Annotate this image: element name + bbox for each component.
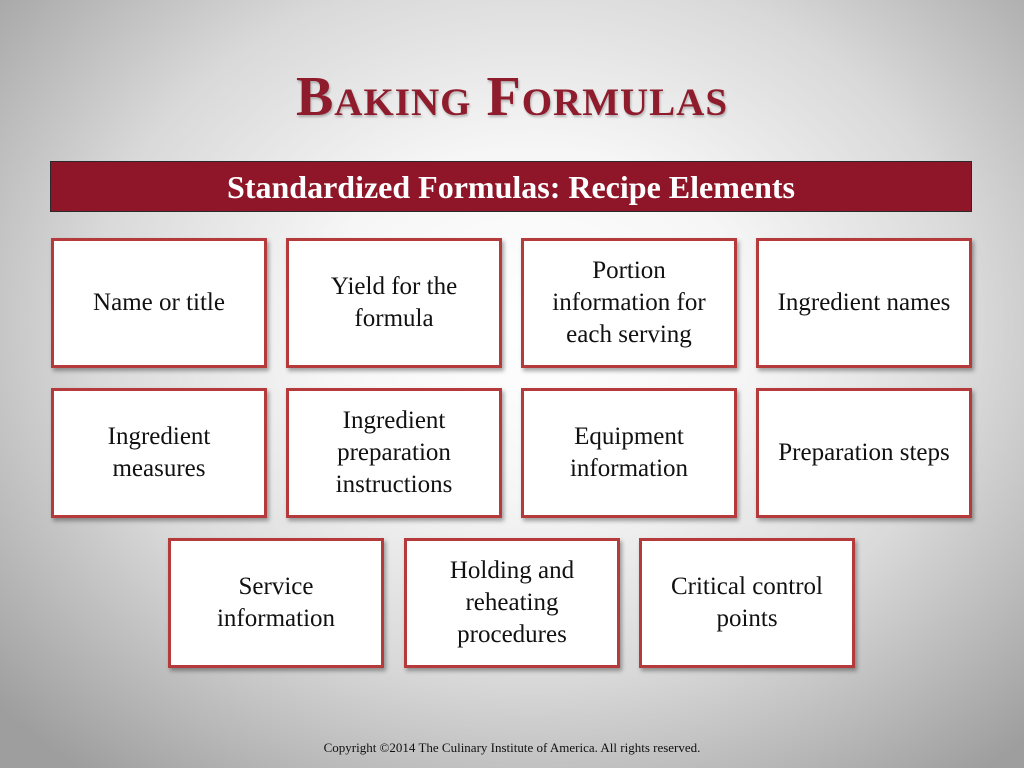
card-label: Service information [216, 573, 336, 632]
recipe-element-card: Ingredient measures [51, 388, 267, 518]
card-label: Name or title [93, 289, 225, 316]
recipe-element-card: Critical control points [639, 538, 855, 668]
card-label: Portion information for each serving [552, 257, 706, 348]
section-banner-text: Standardized Formulas: Recipe Elements [227, 168, 795, 205]
card-label: Equipment information [569, 423, 689, 482]
recipe-element-card: Holding and reheating procedures [404, 538, 620, 668]
section-banner: Standardized Formulas: Recipe Elements [50, 161, 972, 212]
card-label: Critical control points [670, 573, 824, 632]
card-label: Ingredient measures [107, 423, 211, 482]
recipe-element-card: Preparation steps [756, 388, 972, 518]
card-label: Ingredient preparation instructions [335, 407, 453, 498]
recipe-element-card: Yield for the formula [286, 238, 502, 368]
recipe-element-card: Ingredient preparation instructions [286, 388, 502, 518]
recipe-element-card: Service information [168, 538, 384, 668]
recipe-element-card: Name or title [51, 238, 267, 368]
copyright-footer: Copyright ©2014 The Culinary Institute o… [323, 740, 701, 755]
recipe-element-card: Ingredient names [756, 238, 972, 368]
card-label: Holding and reheating procedures [449, 557, 575, 648]
slide-title: Baking Formulas [295, 66, 729, 128]
card-label: Ingredient names [777, 289, 951, 316]
card-label: Yield for the formula [330, 273, 458, 332]
recipe-element-card: Portion information for each serving [521, 238, 737, 368]
card-label: Preparation steps [778, 439, 950, 466]
recipe-element-card: Equipment information [521, 388, 737, 518]
